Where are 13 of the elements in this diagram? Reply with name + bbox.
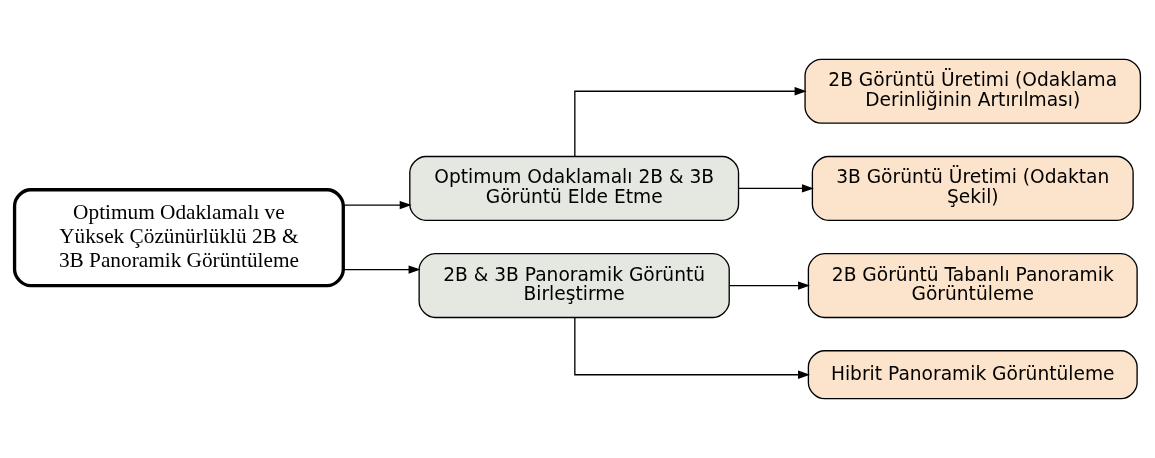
node-box: 2B Görüntü Üretimi (Odaklama Derinliğinin Artırılması) — [804, 58, 1142, 124]
node-box: Hibrit Panoramik Görüntüleme — [807, 350, 1138, 400]
arrow — [737, 184, 814, 193]
arrow — [343, 200, 412, 210]
arrow — [574, 317, 811, 379]
node-box: Optimum Odaklamalı ve Yüksek Çözünürlüklü 2B & 3B Panoramik Görüntüleme — [12, 188, 345, 288]
node-box: 3B Görüntü Üretimi (Odaktan Şekil) — [811, 155, 1134, 221]
arrow — [728, 281, 811, 290]
arrow — [574, 87, 807, 157]
node-box: 2B & 3B Panoramik Görüntü Birleştirme — [418, 252, 730, 319]
node-box: Optimum Odaklamalı 2B & 3B Görüntü Elde Etme — [409, 155, 740, 221]
arrow — [343, 265, 421, 274]
node-box: 2B Görüntü Tabanlı Panoramik Görüntüleme — [807, 252, 1138, 319]
